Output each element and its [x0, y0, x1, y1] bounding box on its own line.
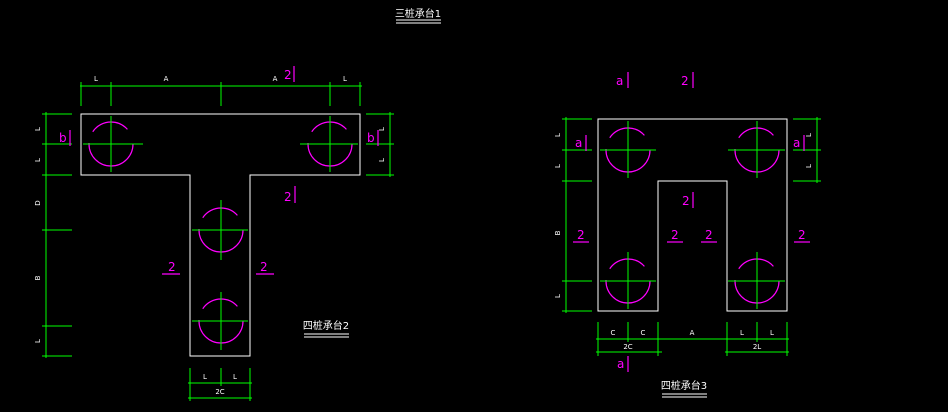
title-four-pile-cap-3: 四桩承台3	[661, 379, 707, 398]
cap3-outline	[597, 118, 788, 312]
cap2-rebar-label-flange-left: b	[59, 131, 67, 145]
cap2-dim-top: L A A L	[80, 75, 362, 106]
cap3-dim-bottom-label: A	[690, 329, 695, 337]
cap3-pile-bottom-left	[600, 252, 656, 309]
cap2-rebar-label-web-top: 2	[284, 190, 292, 204]
cap2-dim-top-label: L	[343, 75, 347, 83]
title-three-pile-cap-text: 三桩承台1	[395, 7, 441, 20]
cap3-dim-bottom-total-label: 2L	[753, 343, 761, 351]
cap3-dim-left-label: B	[554, 230, 562, 235]
cap2-dim-right-label: L	[378, 158, 386, 162]
cap3-rebar-label-outer-left: 2	[577, 228, 585, 242]
cap3-dim-right-label: L	[805, 164, 813, 168]
cap3-rebar-label-top-left: a	[616, 74, 623, 88]
cap3-rebar-label-top-right: 2	[681, 74, 689, 88]
cap3-rebar-label-bottom: a	[617, 357, 624, 371]
cap3-dim-bottom-label: L	[770, 329, 774, 337]
cap2-rebar-label-top: 2	[284, 68, 292, 82]
cap2-dim-top-label: L	[94, 75, 98, 83]
cap2-pile-bottom	[192, 292, 248, 350]
cap3-dim-left-label: L	[554, 164, 562, 168]
cap2-dim-left-label: D	[34, 200, 42, 205]
cap2-dim-bottom-label: L	[233, 373, 237, 381]
pile-cap-3: L L B L L L C C A L	[554, 72, 821, 398]
cap2-pile-mid	[192, 200, 248, 260]
cap3-rebar-label-inner-left: 2	[671, 228, 679, 242]
cap2-dim-left-label: L	[34, 158, 42, 162]
cap2-dim-left-label: L	[34, 127, 42, 131]
cap3-dim-right-label: L	[805, 133, 813, 137]
cap3-dim-left: L L B L	[554, 117, 592, 313]
cap3-dim-left-label: L	[554, 294, 562, 298]
cap3-rebar-label-corner-right: a	[793, 136, 800, 150]
cap2-dim-bottom: L L 2C	[188, 368, 252, 401]
cap3-dim-bottom-label: L	[740, 329, 744, 337]
cap2-rebar-label-web-left: 2	[168, 260, 176, 274]
title-three-pile-cap: 三桩承台1	[395, 7, 441, 24]
cap3-rebar-label-notch: 2	[682, 194, 690, 208]
cap2-dim-top-label: A	[164, 75, 169, 83]
title-four-pile-cap-2: 四桩承台2	[303, 319, 349, 338]
cap3-dim-bottom-label: C	[611, 329, 616, 337]
cap3-dim-right: L L	[793, 117, 821, 183]
cap3-dim-left-label: L	[554, 133, 562, 137]
cap2-rebar-labels: 2 b b 2 2 2	[59, 66, 379, 275]
cap2-dim-left-label: B	[34, 275, 42, 280]
cap2-dim-left: L L D B L	[34, 112, 72, 358]
cap3-pile-bottom-right	[728, 252, 785, 309]
cap3-dim-bottom-total-label: 2C	[623, 343, 632, 351]
cap2-dim-top-label: A	[273, 75, 278, 83]
cap3-pile-top-right	[728, 121, 785, 178]
cap3-rebar-label-outer-right: 2	[798, 228, 806, 242]
cap2-pile-top-left	[83, 116, 143, 172]
cap3-rebar-label-corner-left: a	[575, 136, 582, 150]
cap3-pile-top-left	[600, 121, 656, 178]
title-four-pile-cap-2-text: 四桩承台2	[303, 319, 349, 332]
cap3-rebar-label-inner-right: 2	[705, 228, 713, 242]
cap3-rebar-labels: a 2 a a 2 2 2 2 2 a	[573, 72, 810, 372]
title-four-pile-cap-3-text: 四桩承台3	[661, 379, 707, 392]
cap3-dim-bottom-label: C	[641, 329, 646, 337]
cap2-dim-left-label: L	[34, 339, 42, 343]
cap2-rebar-label-flange-right: b	[367, 131, 375, 145]
cap2-outline	[80, 113, 361, 357]
cap2-rebar-label-web-right: 2	[260, 260, 268, 274]
cap3-dim-bottom: C C A L L 2C 2L	[596, 322, 789, 356]
cap2-dim-right: L L	[366, 112, 394, 177]
pile-cap-2: L A A L L L D B L L L	[34, 66, 394, 401]
cap2-pile-top-right	[300, 116, 358, 172]
cap2-dim-right-label: L	[378, 127, 386, 131]
cap2-dim-bottom-total-label: 2C	[215, 388, 224, 396]
cap2-dim-bottom-label: L	[203, 373, 207, 381]
